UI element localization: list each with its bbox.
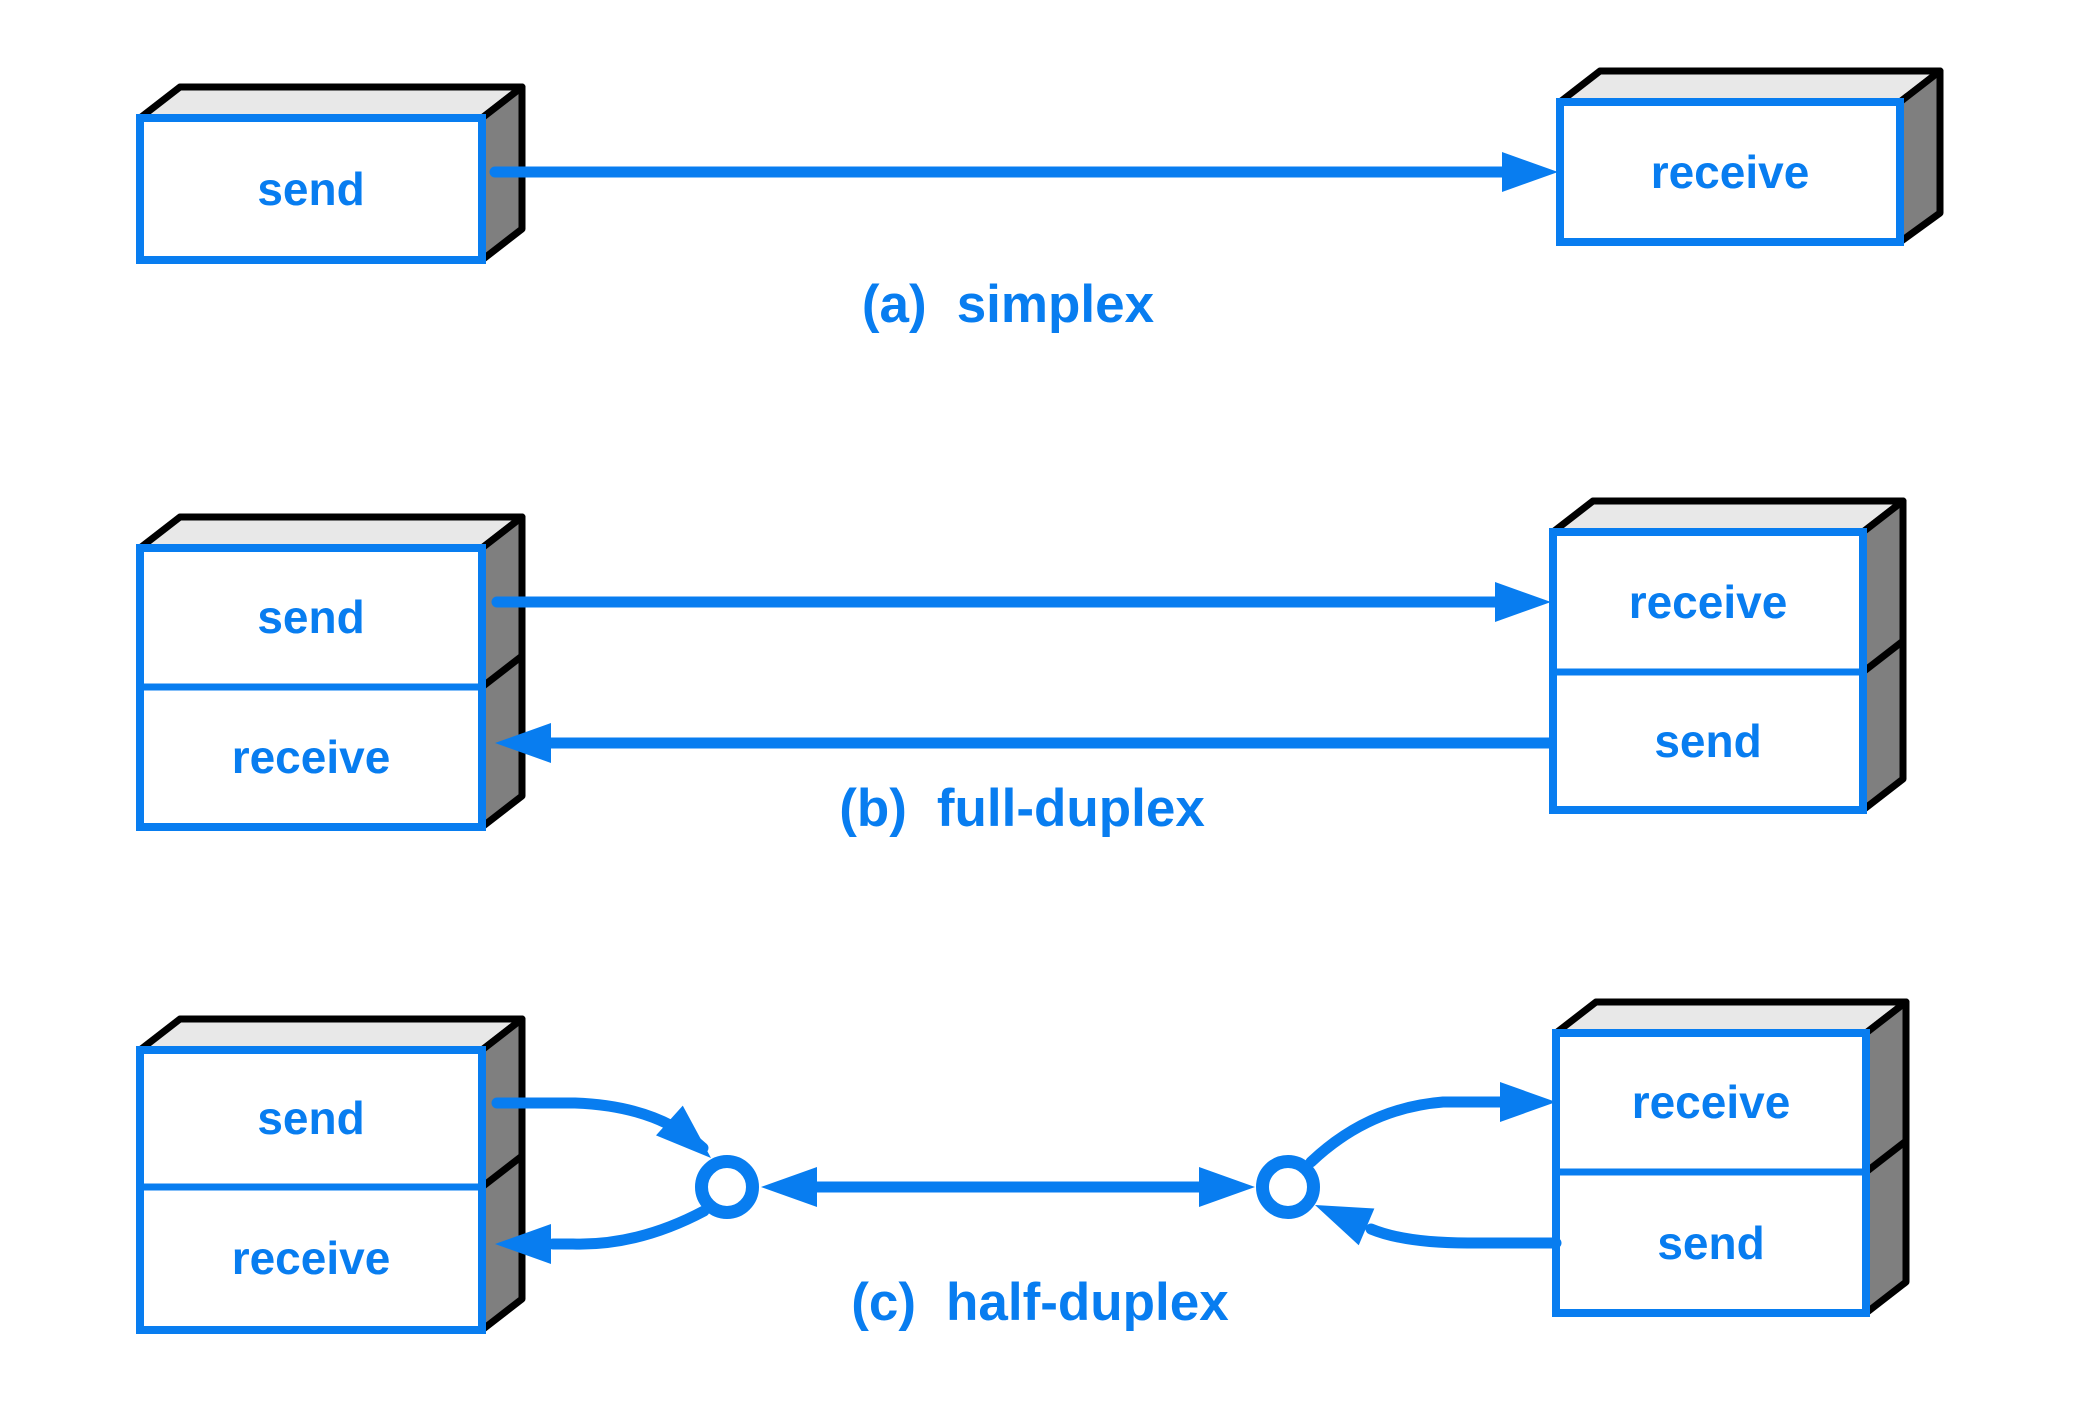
arrowhead-left-icon xyxy=(495,1224,551,1264)
section-simplex: send receive (a)simplex xyxy=(136,67,1944,334)
box-top-face xyxy=(1552,998,1910,1037)
box-side-divider-edge xyxy=(1860,638,1906,675)
simplex-send-box: send xyxy=(136,83,526,264)
box-side-face xyxy=(1896,67,1944,246)
arrowhead-upleft-icon xyxy=(1315,1205,1375,1246)
half-duplex-left-send-curve xyxy=(491,1097,711,1158)
receive-label: receive xyxy=(1629,576,1788,628)
receive-label: receive xyxy=(1651,146,1810,198)
receive-label: receive xyxy=(232,731,391,783)
full-duplex-right-box: receive send xyxy=(1549,497,1907,814)
send-label: send xyxy=(257,591,364,643)
arrow-shaft xyxy=(1305,1096,1506,1168)
box-side-divider-edge xyxy=(479,1153,525,1190)
half-duplex-right-send-curve xyxy=(1315,1205,1562,1249)
junction-node-left xyxy=(695,1155,759,1219)
box-top-face xyxy=(1549,497,1907,536)
section-half-duplex: send receive receive send xyxy=(136,998,1910,1334)
full-duplex-return-arrow xyxy=(495,723,1553,763)
arrowhead-right-icon xyxy=(1495,582,1551,622)
full-duplex-left-box: send receive xyxy=(136,513,526,831)
box-top-face xyxy=(136,513,526,552)
send-label: send xyxy=(257,1092,364,1144)
box-side-divider-edge xyxy=(479,653,525,690)
receive-label: receive xyxy=(1632,1076,1791,1128)
box-top-face xyxy=(136,83,526,122)
half-duplex-right-receive-curve xyxy=(1305,1082,1556,1168)
box-side-divider-edge xyxy=(1863,1138,1909,1175)
box-front-face xyxy=(1556,98,1904,246)
half-duplex-left-receive-curve xyxy=(495,1205,710,1264)
send-label: send xyxy=(257,163,364,215)
send-label: send xyxy=(1657,1217,1764,1269)
arrowhead-left-icon xyxy=(761,1167,817,1207)
half-duplex-right-box: receive send xyxy=(1552,998,1910,1317)
simplex-receive-box: receive xyxy=(1556,67,1944,246)
box-top-face xyxy=(136,1015,526,1054)
junction-node-right xyxy=(1256,1155,1320,1219)
send-label: send xyxy=(1654,715,1761,767)
section-full-duplex: send receive receive send (b)full-duplex xyxy=(136,497,1907,838)
arrowhead-right-icon xyxy=(1199,1167,1255,1207)
half-duplex-shared-channel-arrow xyxy=(761,1167,1255,1207)
full-duplex-forward-arrow xyxy=(491,582,1551,622)
arrowhead-right-icon xyxy=(1502,152,1558,192)
receive-label: receive xyxy=(232,1232,391,1284)
half-duplex-left-box: send receive xyxy=(136,1015,526,1334)
arrow-shaft xyxy=(547,1205,710,1250)
caption-full-duplex: (b)full-duplex xyxy=(839,779,1205,838)
arrow-shaft xyxy=(1365,1223,1562,1249)
box-front-face xyxy=(136,114,486,264)
box-top-face xyxy=(1556,67,1944,106)
caption-half-duplex: (c)half-duplex xyxy=(851,1273,1229,1332)
simplex-arrow xyxy=(489,152,1558,192)
caption-simplex: (a)simplex xyxy=(862,275,1155,334)
arrowhead-right-icon xyxy=(1500,1082,1556,1122)
arrowhead-left-icon xyxy=(495,723,551,763)
arrowhead-downright-icon xyxy=(656,1105,711,1158)
